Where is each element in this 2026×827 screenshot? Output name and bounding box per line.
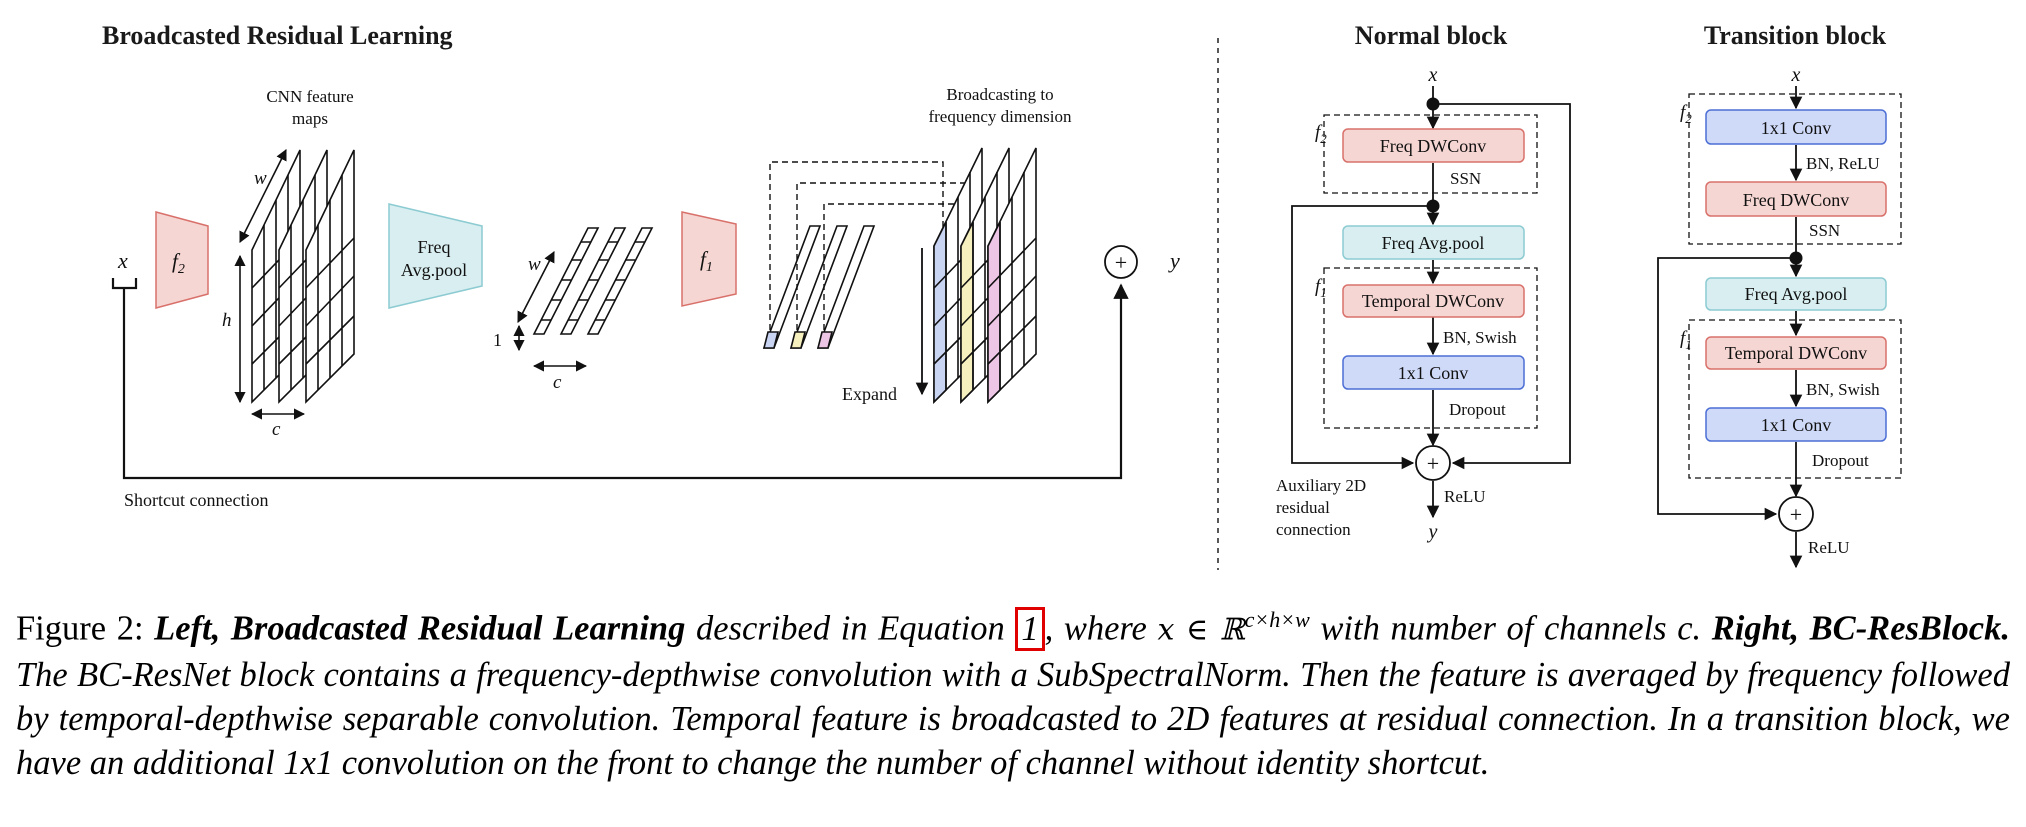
transition-freq-dwconv-label: Freq DWConv — [1743, 190, 1850, 210]
f1-label: f1 — [700, 247, 713, 275]
transition-freq-dwconv-block — [1705, 181, 1887, 217]
transition-conv1x1-top-label: 1x1 Conv — [1761, 118, 1832, 138]
caption-figure-number: Figure 2: — [16, 609, 155, 648]
cnn-label-line2: maps — [292, 109, 328, 128]
broadcast-label-line1: Broadcasting to — [946, 85, 1053, 104]
caption-right-heading: Right, BC-ResBlock. — [1711, 609, 2010, 648]
transition-temporal-label: Temporal DWConv — [1725, 343, 1867, 363]
normal-block-title: Normal block — [1355, 21, 1508, 50]
transition-relu-label: ReLU — [1808, 538, 1850, 557]
expand-label: Expand — [842, 384, 897, 404]
transition-conv1x1-top-block — [1705, 109, 1887, 145]
normal-sum-plus: + — [1427, 451, 1439, 476]
caption-text-2: , where — [1044, 609, 1158, 648]
normal-split-dot-mid — [1426, 199, 1440, 213]
transition-f1-label: f1 — [1680, 328, 1692, 352]
w-label: w — [254, 168, 267, 189]
figure-caption: Figure 2: Left, Broadcasted Residual Lea… — [16, 598, 2010, 785]
cnn-feature-maps — [251, 149, 355, 404]
normal-freq-dwconv-block — [1342, 128, 1525, 163]
transition-conv1x1-block — [1705, 407, 1887, 442]
w-dimension-arrow — [239, 148, 287, 244]
transition-sum-plus: + — [1790, 502, 1802, 527]
broadcast-label-line2: frequency dimension — [928, 107, 1072, 126]
pooled-feature-strips — [532, 227, 654, 335]
transition-dropout-label: Dropout — [1812, 451, 1869, 470]
aux-label-line1: Auxiliary 2D — [1276, 476, 1366, 495]
one-label: 1 — [493, 330, 502, 350]
normal-freq-dwconv-label: Freq DWConv — [1380, 136, 1487, 156]
normal-avgpool-label: Freq Avg.pool — [1382, 233, 1485, 253]
transition-avgpool-block — [1705, 277, 1887, 311]
normal-relu-label: ReLU — [1444, 487, 1486, 506]
transition-y-label: y — [1790, 573, 1801, 580]
left-y-label: y — [1168, 248, 1180, 273]
normal-conv1x1-label: 1x1 Conv — [1398, 363, 1469, 383]
normal-ssn-label: SSN — [1450, 169, 1481, 188]
shortcut-connection-line — [122, 283, 1129, 480]
transition-flow-lines — [1657, 86, 1803, 569]
caption-text-3: with number of channels c. — [1309, 609, 1712, 648]
transition-avgpool-label: Freq Avg.pool — [1745, 284, 1848, 304]
transition-ssn-label: SSN — [1809, 221, 1840, 240]
normal-bn-swish-label: BN, Swish — [1443, 328, 1517, 347]
broadcast-dashed-lines — [769, 161, 998, 330]
c-label: c — [272, 419, 281, 440]
transition-f1-group — [1688, 319, 1902, 479]
caption-text-4: The BC-ResNet block contains a frequency… — [16, 655, 2010, 782]
normal-temporal-block — [1342, 284, 1525, 318]
f2-block — [155, 211, 209, 309]
normal-conv1x1-block — [1342, 355, 1525, 390]
left-title: Broadcasted Residual Learning — [102, 21, 453, 50]
h-label: h — [222, 310, 232, 331]
transition-f2-label: f2 — [1680, 102, 1692, 126]
broadcasted-feature-maps — [933, 147, 1037, 404]
temporal-feature-strips — [762, 225, 876, 349]
normal-split-dot-top — [1426, 97, 1440, 111]
shortcut-label: Shortcut connection — [124, 490, 268, 510]
f2-label: f2 — [172, 249, 185, 277]
transition-block-title: Transition block — [1704, 21, 1887, 50]
caption-text-1: described in Equation — [685, 609, 1016, 648]
normal-avgpool-block — [1342, 225, 1525, 260]
pool-label-line2: Avg.pool — [401, 260, 467, 280]
pool-label-line1: Freq — [418, 237, 451, 257]
normal-flow-lines — [1291, 86, 1571, 519]
pooled-c-label: c — [553, 372, 562, 393]
normal-f2-group — [1323, 114, 1538, 194]
pooled-w-label: w — [528, 254, 541, 275]
input-bracket — [111, 278, 138, 290]
normal-dropout-label: Dropout — [1449, 400, 1506, 419]
equation-reference-link[interactable]: 1 — [1015, 606, 1045, 651]
caption-left-heading: Left, Broadcasted Residual Learning — [154, 609, 686, 648]
transition-conv1x1-label: 1x1 Conv — [1761, 415, 1832, 435]
sum-node — [1104, 245, 1138, 279]
freq-avgpool-block — [388, 203, 483, 309]
transition-sum-node — [1778, 496, 1814, 532]
normal-f2-label: f2 — [1315, 122, 1327, 146]
normal-f1-label: f1 — [1315, 276, 1327, 300]
transition-f2-group — [1688, 93, 1902, 245]
aux-label-line3: connection — [1276, 520, 1351, 539]
normal-temporal-label: Temporal DWConv — [1362, 291, 1504, 311]
f1-block — [681, 211, 737, 307]
sum-plus: + — [1115, 250, 1127, 275]
aux-label-line2: residual — [1276, 498, 1330, 517]
transition-bn-relu-label: BN, ReLU — [1806, 154, 1880, 173]
left-x-label: x — [117, 248, 128, 273]
figure-diagram: Broadcasted Residual Learning x Shortcut… — [102, 21, 1902, 580]
normal-x-label: x — [1428, 64, 1438, 86]
pooled-w-arrow — [517, 251, 555, 323]
transition-temporal-block — [1705, 336, 1887, 370]
transition-bn-swish-label: BN, Swish — [1806, 380, 1880, 399]
caption-math: x ∈ ℝ — [1157, 612, 1245, 648]
transition-x-label: x — [1791, 64, 1801, 86]
transition-split-dot — [1789, 251, 1803, 265]
normal-sum-node — [1415, 445, 1451, 481]
caption-math-superscript: c×h×w — [1244, 607, 1310, 632]
normal-y-label: y — [1427, 521, 1438, 543]
cnn-label-line1: CNN feature — [266, 87, 353, 106]
normal-f1-group — [1323, 267, 1538, 429]
